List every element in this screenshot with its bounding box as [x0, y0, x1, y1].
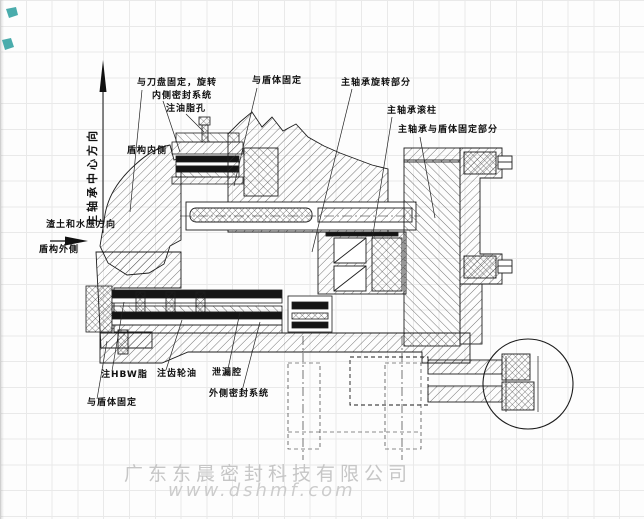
- fixed-housing-right: [403, 147, 513, 347]
- label-axis-direction: 主轴承中心方向: [86, 128, 99, 226]
- main-bearing-section: [317, 231, 407, 295]
- label-cutterhead-fixed: 与刀盘固定，旋转: [137, 78, 218, 88]
- label-shield-inner: 盾构内侧: [127, 146, 168, 156]
- scan-edge-shade: [0, 0, 4, 519]
- watermark-website: www.dshmf.com: [168, 480, 356, 501]
- watermark-company: 广东东晨密封科技有限公司: [124, 463, 413, 485]
- bottom-plate-section: [99, 329, 471, 364]
- label-shield-outer: 盾构外侧: [39, 245, 80, 255]
- label-pressure-direction: 渣土和水压方向: [46, 220, 117, 230]
- bolt-assembly-detail: [349, 338, 574, 430]
- label-shield-fixed-bottom: 与盾体固定: [87, 398, 138, 408]
- outer-seal-stack: [85, 285, 333, 334]
- label-inner-seal-system: 内侧密封系统: [152, 91, 213, 101]
- label-gear-oil: 注齿轮油: [157, 369, 198, 379]
- cutterhead-flange-section: [95, 144, 182, 349]
- pressure-arrow: [50, 236, 88, 246]
- label-shield-fixed-top: 与盾体固定: [252, 76, 303, 86]
- label-leak-chamber: 泄漏腔: [212, 368, 243, 378]
- label-outer-seal-system: 外侧密封系统: [209, 389, 270, 399]
- label-bearing-fixed: 主轴承与盾体固定部分: [398, 125, 499, 135]
- scan-artifact-marks: [2, 7, 18, 50]
- shaft-pin-section: [180, 201, 420, 231]
- center-and-hidden-lines: [287, 336, 422, 460]
- label-grease-hole: 注油脂孔: [166, 104, 207, 114]
- label-bearing-roller: 主轴承滚柱: [387, 106, 438, 116]
- label-bearing-rotating: 主轴承旋转部分: [341, 78, 412, 88]
- axis-arrow: [99, 60, 107, 233]
- leader-lines: [96, 87, 436, 400]
- label-hbw-grease: 注HBW脂: [101, 370, 148, 380]
